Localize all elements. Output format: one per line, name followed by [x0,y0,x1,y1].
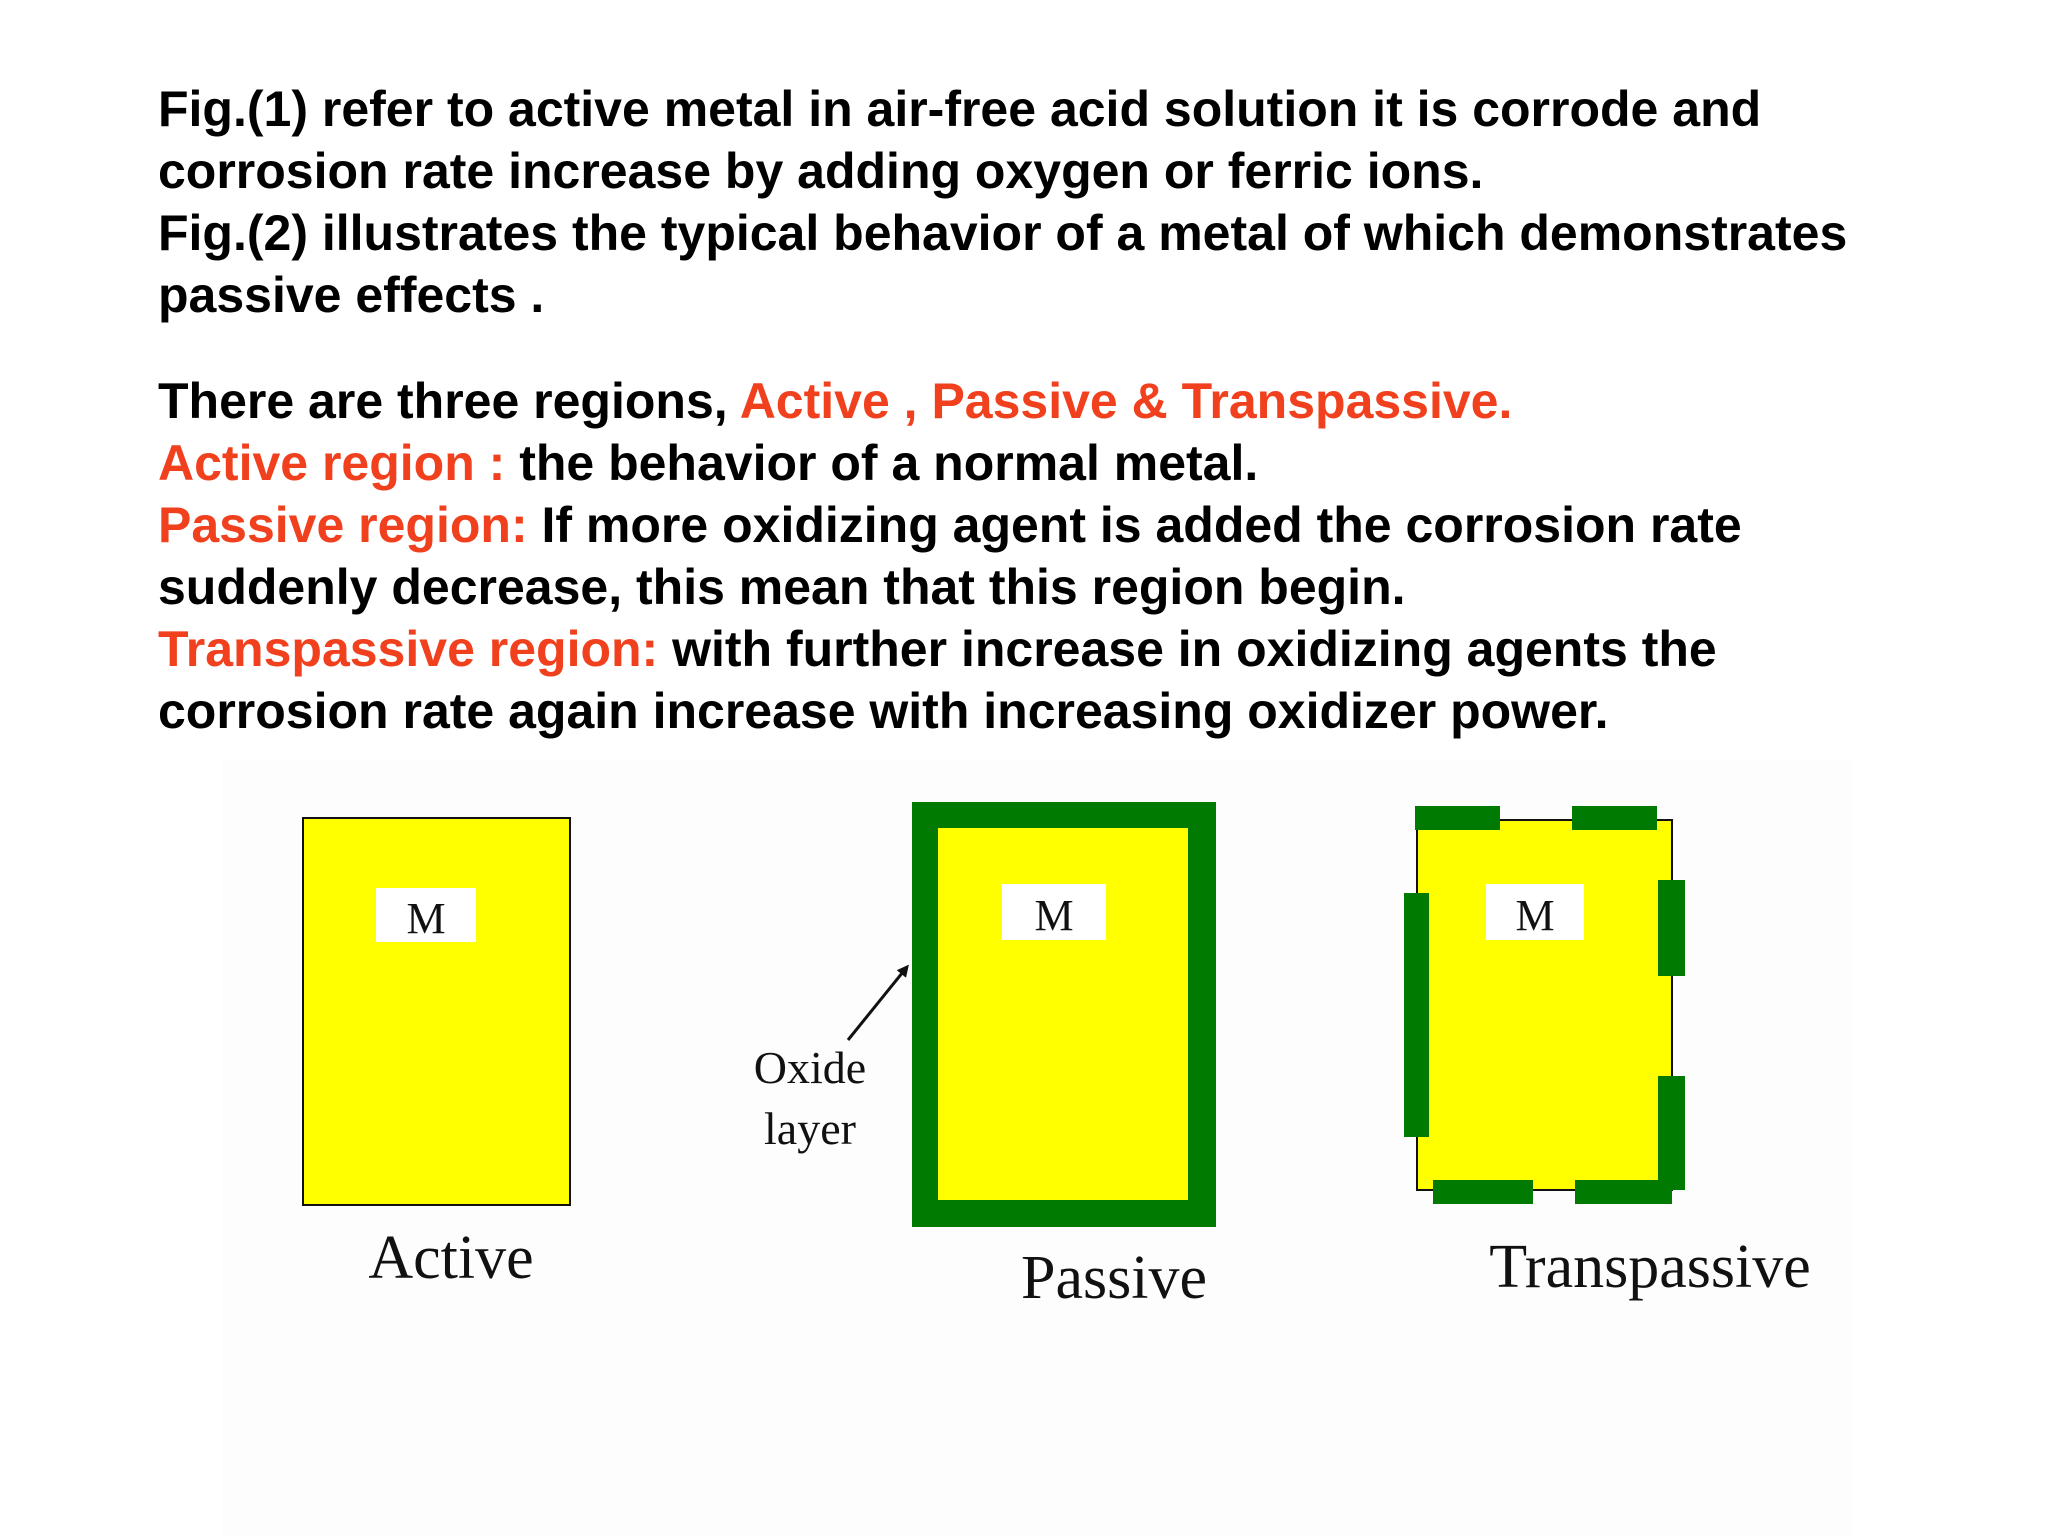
intro-line-1: Fig.(1) refer to active metal in air-fre… [158,81,1762,137]
oxide-layer-annotation-line-2: layer [764,1103,856,1154]
transpassive-region-term: Transpassive region: [158,621,673,677]
active-metal-label-box [376,888,476,942]
active-region-line: Active region : the behavior of a normal… [158,432,1998,494]
passive-metal-block [938,828,1188,1200]
active-region-text: the behavior of a normal metal. [519,435,1259,491]
passive-region-line-1: Passive region: If more oxidizing agent … [158,494,1998,556]
transpassive-metal-label-box [1486,884,1584,940]
oxide-fragment-right-upper [1658,880,1685,976]
oxide-layer-annotation-line-1: Oxide [754,1042,866,1093]
intro-line-4: passive effects . [158,267,545,323]
passive-metal-label: M [1034,891,1073,940]
active-region-term: Active region : [158,435,520,491]
transpassive-region-line-1: Transpassive region: with further increa… [158,618,1998,680]
transpassive-panel: M Transpassive [1404,806,1811,1301]
oxide-fragment-top-left [1415,806,1500,830]
transpassive-metal-label: M [1515,891,1554,940]
oxide-fragment-left [1404,893,1429,1137]
intro-paragraph: Fig.(1) refer to active metal in air-fre… [158,78,1998,326]
active-caption: Active [368,1224,533,1292]
transpassive-region-line-2: corrosion rate again increase with incre… [158,683,1609,739]
passive-metal-label-box [1002,884,1106,940]
passive-caption: Passive [1021,1244,1207,1312]
regions-paragraph: There are three regions, Active , Passiv… [158,370,1998,742]
transpassive-metal-block [1416,819,1673,1191]
transpassive-region-text-1: with further increase in oxidizing agent… [672,621,1717,677]
oxide-fragment-bottom-right [1575,1180,1672,1204]
passive-region-line-2: suddenly decrease, this mean that this r… [158,559,1406,615]
active-panel: M Active [302,817,571,1292]
oxide-fragment-top-right [1572,806,1657,830]
passive-panel: M Passive Oxide layer [754,802,1216,1312]
intro-line-3: Fig.(2) illustrates the typical behavior… [158,205,1848,261]
oxide-fragment-bottom-left [1433,1180,1533,1204]
intro-line-2: corrosion rate increase by adding oxygen… [158,143,1484,199]
oxide-layer-arrow [846,964,909,1041]
transpassive-caption: Transpassive [1489,1233,1811,1301]
active-metal-label: M [406,894,445,943]
passive-region-term: Passive region: [158,497,542,553]
regions-intro-highlight: Active , Passive & Transpassive. [739,373,1513,429]
regions-intro-text: There are three regions, [158,373,740,429]
passive-region-text-1: If more oxidizing agent is added the cor… [541,497,1742,553]
active-metal-block [302,817,571,1206]
oxide-fragment-right-lower [1658,1076,1685,1190]
regions-intro-line: There are three regions, Active , Passiv… [158,370,1998,432]
